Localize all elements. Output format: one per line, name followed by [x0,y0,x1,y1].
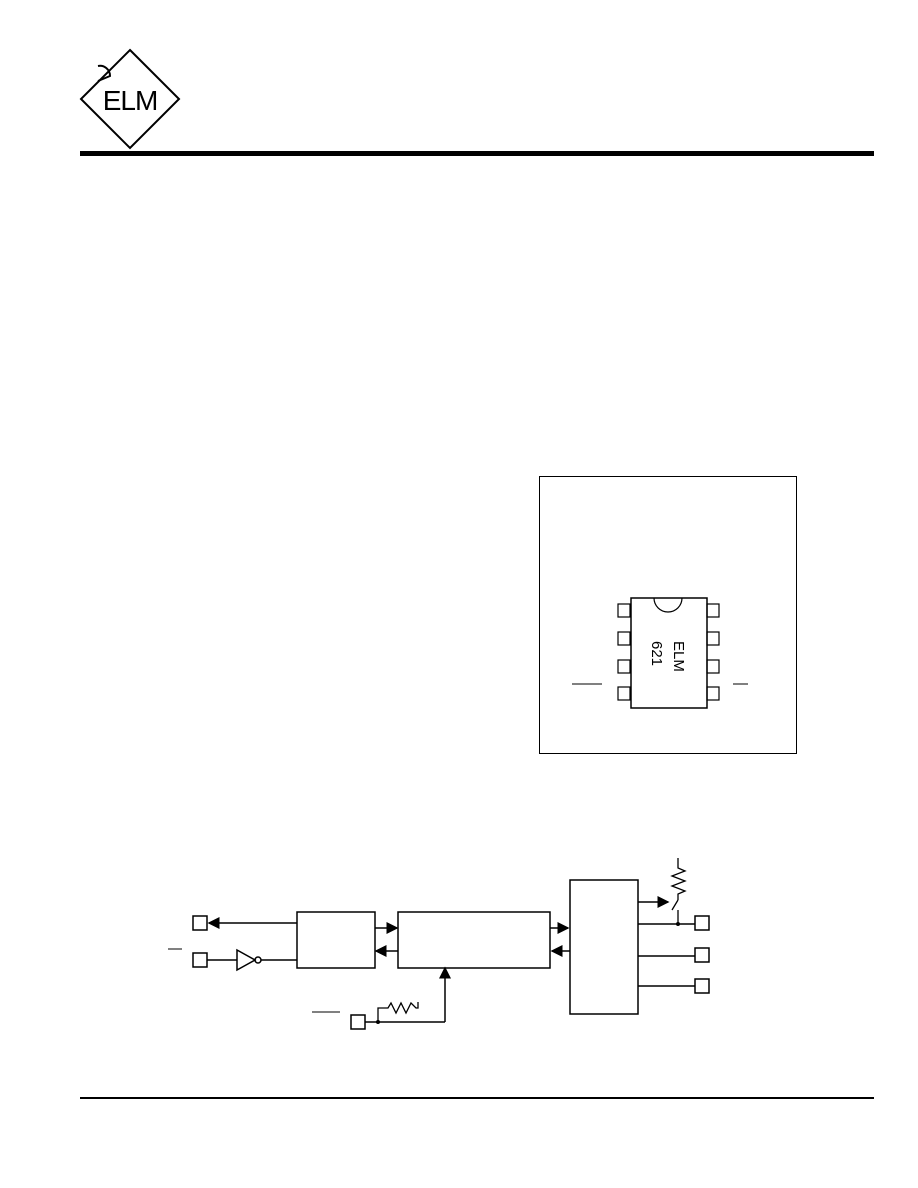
pin-7 [706,631,720,646]
elm-diamond-logo-icon: ELM [79,48,181,150]
pin-5 [706,686,720,701]
block-diagram [160,850,740,1040]
bd-inverter [236,948,257,972]
pin-6 [706,659,720,674]
bd-pin-left-2 [192,952,208,968]
pin-4 [617,686,631,701]
chip-marking-elm: ELM [670,641,687,672]
pin-3 [617,659,631,674]
logo-diamond [79,48,181,150]
bd-switch-lead [671,899,679,911]
bd-block-c [569,879,639,1015]
bd-pullup-resistor-top [670,858,687,900]
footer-rule [80,1097,874,1099]
bd-pin-right-3 [694,978,710,994]
header-rule [80,151,874,156]
chip-marking-number: 621 [648,641,665,666]
bd-pin-left-1 [192,915,208,931]
pin-2 [617,631,631,646]
pin-8 [706,603,720,618]
bd-pin-right-1 [694,915,710,931]
pinout-diagram-box: ELM 621 [539,476,797,754]
bd-block-a [296,911,376,969]
pinout-diagram: ELM 621 [572,597,748,709]
bd-block-b [397,911,551,969]
logo-notch [97,64,112,82]
chip-body [630,597,708,709]
logo-text: ELM [103,85,158,116]
bd-pullup-resistor-bottom [377,1001,419,1022]
bd-pin-bottom [350,1014,366,1030]
block-diagram-svg [168,858,710,1030]
elm-logo: ELM [78,48,182,152]
bd-pin-right-2 [694,947,710,963]
pin-1 [617,603,631,618]
chip-notch [653,597,683,613]
